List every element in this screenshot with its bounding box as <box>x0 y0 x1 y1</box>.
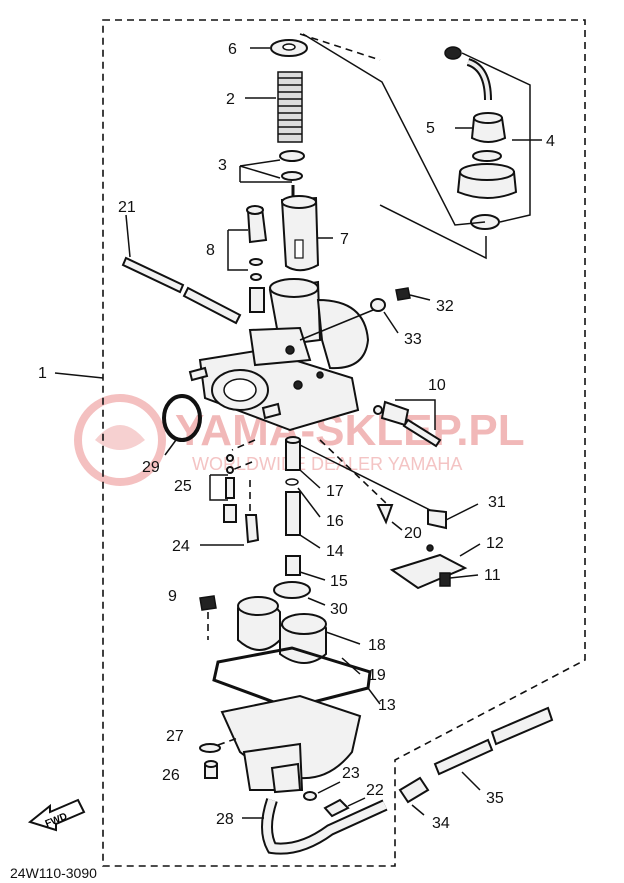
label-6: 6 <box>228 41 237 58</box>
part-14-jet-holder <box>285 491 321 549</box>
label-13: 13 <box>378 697 396 714</box>
part-24-pilot-jet <box>200 514 260 546</box>
part-22 <box>323 797 366 818</box>
part-18-float <box>237 596 361 664</box>
watermark-subtitle: WORLDWIDE DEALER YAMAHA <box>192 454 462 474</box>
float-bowl <box>220 694 362 794</box>
part-27 <box>199 737 239 753</box>
part-25-pilot-jet-set <box>223 454 237 523</box>
part-labels: 1 2 3 4 5 6 7 8 9 10 11 12 13 14 15 16 1… <box>38 41 555 832</box>
label-21: 21 <box>118 199 136 216</box>
part-33 <box>370 298 399 334</box>
label-32: 32 <box>436 298 454 315</box>
label-10: 10 <box>428 377 446 394</box>
part-35-hose <box>433 706 554 791</box>
label-22: 22 <box>366 782 384 799</box>
part-6-washer <box>250 39 308 57</box>
part-11-screw <box>439 572 479 587</box>
label-35: 35 <box>486 790 504 807</box>
part-21-rod <box>121 214 242 325</box>
part-9-screw <box>199 595 217 640</box>
part-23 <box>303 781 341 801</box>
part-8-pilot-screw-set <box>227 205 268 313</box>
label-9: 9 <box>168 588 177 605</box>
part-17-needle-jet <box>285 436 321 489</box>
label-18: 18 <box>368 637 386 654</box>
part-2-spring <box>245 71 303 143</box>
forward-arrow-icon: FWD <box>27 798 86 832</box>
label-20: 20 <box>404 525 422 542</box>
label-5: 5 <box>426 120 435 137</box>
label-4: 4 <box>546 133 555 150</box>
part-4-starter-plunger-set <box>299 33 542 230</box>
label-25: 25 <box>174 478 192 495</box>
label-12: 12 <box>486 535 504 552</box>
label-8: 8 <box>206 242 215 259</box>
part-30-washer <box>273 581 326 606</box>
label-31: 31 <box>488 494 506 511</box>
label-27: 27 <box>166 728 184 745</box>
label-2: 2 <box>226 91 235 108</box>
part-32 <box>395 287 431 301</box>
label-11: 11 <box>484 567 501 584</box>
label-33: 33 <box>404 331 422 348</box>
label-26: 26 <box>162 767 180 784</box>
part-28-drain-hose <box>242 798 388 855</box>
label-30: 30 <box>330 601 348 618</box>
part-10-throttle-stop-screw <box>373 399 442 448</box>
part-16-ring <box>285 478 321 518</box>
part-29-o-ring <box>162 394 202 456</box>
part-26-drain-screw <box>204 760 218 779</box>
part-31-lever <box>299 444 479 530</box>
carburetor-body <box>188 278 379 432</box>
label-28: 28 <box>216 811 234 828</box>
assembly-boundary <box>102 19 586 867</box>
part-34-joint <box>398 776 430 816</box>
part-12-float-lever <box>389 543 481 590</box>
label-17: 17 <box>326 483 344 500</box>
label-15: 15 <box>330 573 348 590</box>
label-19: 19 <box>368 667 386 684</box>
label-29: 29 <box>142 459 160 476</box>
label-23: 23 <box>342 765 360 782</box>
diagram-code: 24W110-3090 <box>10 865 97 881</box>
part-7-throttle-valve <box>280 195 333 272</box>
label-34: 34 <box>432 815 450 832</box>
watermark: YAMA-SKLEP.PL WORLDWIDE DEALER YAMAHA <box>74 394 525 486</box>
label-7: 7 <box>340 231 349 248</box>
part-13-gasket <box>212 646 381 710</box>
label-1: 1 <box>38 365 47 382</box>
label-3: 3 <box>218 157 227 174</box>
label-16: 16 <box>326 513 344 530</box>
label-24: 24 <box>172 538 190 555</box>
part-15-main-jet <box>285 555 326 581</box>
label-14: 14 <box>326 543 344 560</box>
part-20-needle-valve <box>319 439 403 531</box>
watermark-title: YAMA-SKLEP.PL <box>175 406 525 455</box>
